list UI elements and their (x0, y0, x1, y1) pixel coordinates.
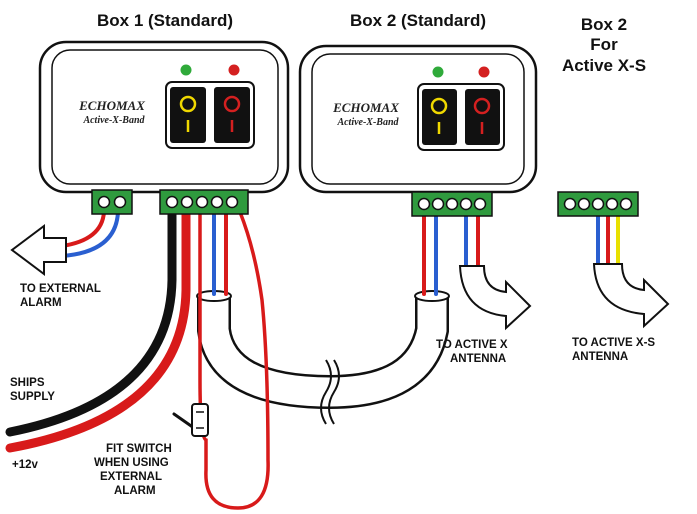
ships-supply-label-line2: SUPPLY (10, 391, 55, 403)
box1-main-terminal (159, 189, 249, 215)
external-alarm-label: TO EXTERNAL ALARM (20, 283, 101, 309)
box1-red-switch-ring (223, 95, 241, 113)
box2-brand-model: Active-X-Band (336, 117, 399, 128)
wires (5, 207, 620, 510)
box2-xs-title-line2: For (590, 35, 618, 54)
box2-xs-terminal (557, 191, 639, 217)
terminal-blocks (91, 189, 639, 217)
box1-yellow-switch-ring (179, 95, 197, 113)
fit-switch-label-line1: FIT SWITCH (106, 443, 172, 455)
box1-green-led (180, 64, 192, 76)
active-x-label: TO ACTIVE X ANTENNA (436, 339, 508, 365)
fit-switch-label: FIT SWITCH WHEN USING EXTERNAL ALARM (94, 443, 172, 497)
box2-main-terminal (411, 191, 493, 217)
fit-switch-label-line4: ALARM (114, 485, 156, 497)
box2-xs-title-line1: Box 2 (581, 15, 627, 34)
box2-red-switch (465, 89, 500, 145)
box1-brand-model: Active-X-Band (82, 115, 145, 126)
active-x-label-line1: TO ACTIVE X (436, 339, 508, 351)
box2-xs-title: Box 2 For Active X-S (562, 15, 646, 75)
box2-red-switch-ring (473, 97, 491, 115)
box2-xs-title-line3: Active X-S (562, 56, 646, 75)
switch-loop-wire (198, 210, 270, 510)
supply-wire-red (5, 207, 191, 453)
active-xs-label-line2: ANTENNA (572, 351, 628, 363)
box1: ECHOMAX Active-X-Band (38, 40, 290, 194)
box2-title: Box 2 (Standard) (350, 11, 486, 30)
box2-yellow-switch (422, 89, 457, 145)
active-xs-arrow-icon (592, 263, 670, 329)
box2-brand-name: ECHOMAX (332, 100, 399, 115)
supply-wire-black (5, 207, 177, 437)
box2: ECHOMAX Active-X-Band (298, 44, 538, 194)
ships-supply-label: SHIPS SUPPLY (10, 377, 55, 403)
box1-red-led (228, 64, 240, 76)
external-alarm-arrow-icon (10, 224, 67, 276)
alarm-wire-blue (60, 210, 120, 258)
fit-switch-label-line2: WHEN USING (94, 457, 169, 469)
plus-12v-label: +12v (12, 459, 39, 471)
interconnect-cable (196, 290, 450, 425)
toggle-switch-icon (172, 403, 209, 437)
alarm-wire-red (60, 210, 106, 248)
fit-switch-label-line3: EXTERNAL (100, 471, 162, 483)
box2-green-led (432, 66, 444, 78)
box1-yellow-switch (170, 87, 206, 143)
box1-brand-name: ECHOMAX (78, 98, 145, 113)
external-alarm-label-line2: ALARM (20, 297, 62, 309)
external-alarm-label-line1: TO EXTERNAL (20, 283, 101, 295)
box2-red-led (478, 66, 490, 78)
active-x-label-line2: ANTENNA (450, 353, 506, 365)
active-x-arrow-icon (458, 265, 532, 331)
box1-red-switch (214, 87, 250, 143)
box2-yellow-switch-ring (430, 97, 448, 115)
ships-supply-label-line1: SHIPS (10, 377, 45, 389)
box1-alarm-terminal (91, 189, 133, 215)
box1-title: Box 1 (Standard) (97, 11, 233, 30)
active-xs-label: TO ACTIVE X-S ANTENNA (572, 337, 655, 363)
active-xs-label-line1: TO ACTIVE X-S (572, 337, 655, 349)
